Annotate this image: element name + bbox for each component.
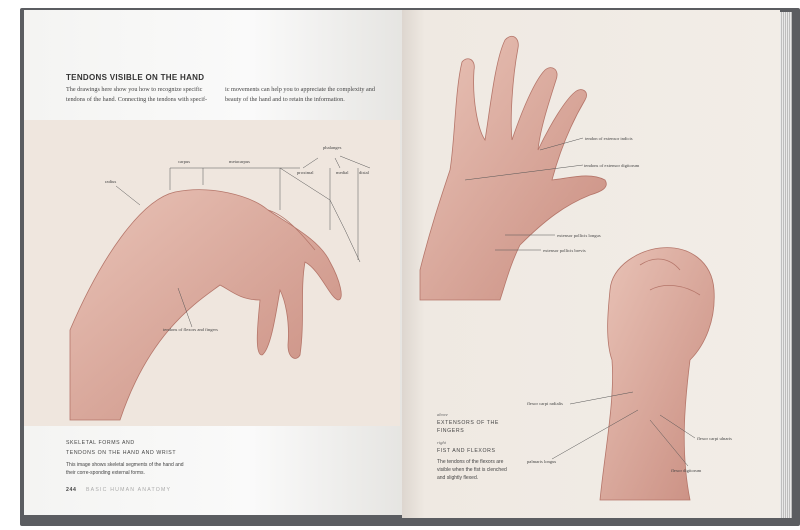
- label-flexor-digitorum: flexor digitorum: [671, 468, 702, 473]
- caption-right-body: The tendons of the flexors are visible w…: [437, 459, 507, 481]
- caption-body: This image shows skeletal segments of th…: [66, 462, 184, 476]
- label-proximal: proximal: [297, 170, 314, 175]
- label-extensor-digitorum: tendons of extensor digitorum: [584, 163, 640, 168]
- page-number: 244: [66, 487, 77, 493]
- caption-above-title1: EXTENSORS OF THE: [437, 420, 499, 426]
- label-extensor-indicis: tendon of extensor indicis: [585, 136, 633, 141]
- fist-drawing: [599, 247, 715, 501]
- label-carpi-radialis: flexor carpi radialis: [527, 401, 563, 406]
- caption-title-line1: SKELETAL FORMS AND: [66, 440, 135, 446]
- label-distal: distal: [359, 170, 369, 175]
- label-carpus: carpus: [178, 159, 190, 164]
- page-heading: TENDONS VISIBLE ON THE HAND: [66, 73, 205, 82]
- caption-above-marker: above: [437, 412, 448, 417]
- caption-above-title2: FINGERS: [437, 428, 465, 434]
- label-pollicis-longus: extensor pollicis longus: [557, 233, 601, 238]
- label-metacarpus: metacarpus: [229, 159, 250, 164]
- label-phalanges: phalanges: [323, 145, 342, 150]
- label-medial: medial: [336, 170, 349, 175]
- label-palmaris-longus: palmaris longus: [527, 459, 557, 464]
- intro-text-col2: ic movements can help you to appreciate …: [225, 86, 375, 103]
- caption-title-line2: TENDONS ON THE HAND AND WRIST: [66, 450, 177, 456]
- label-carpi-ulnaris: flexor carpi ulnaris: [697, 436, 732, 441]
- running-head: BASIC HUMAN ANATOMY: [86, 487, 172, 493]
- side-hand-drawing: [69, 189, 342, 421]
- caption-right-marker: right: [437, 440, 446, 445]
- intro-text-col1: The drawings here show you how to recogn…: [66, 86, 208, 103]
- label-tendons-flexors: tendons of flexors and fingers: [163, 327, 218, 332]
- leader-lines-right: [464, 137, 696, 467]
- caption-right-title: FIST AND FLEXORS: [437, 448, 496, 454]
- measurement-lines: [115, 155, 371, 328]
- page-edges: [780, 12, 792, 518]
- extended-hand-drawing: [419, 35, 607, 301]
- label-pollicis-brevis: extensor pollicis brevis: [543, 248, 586, 253]
- label-radius: radius: [105, 179, 117, 184]
